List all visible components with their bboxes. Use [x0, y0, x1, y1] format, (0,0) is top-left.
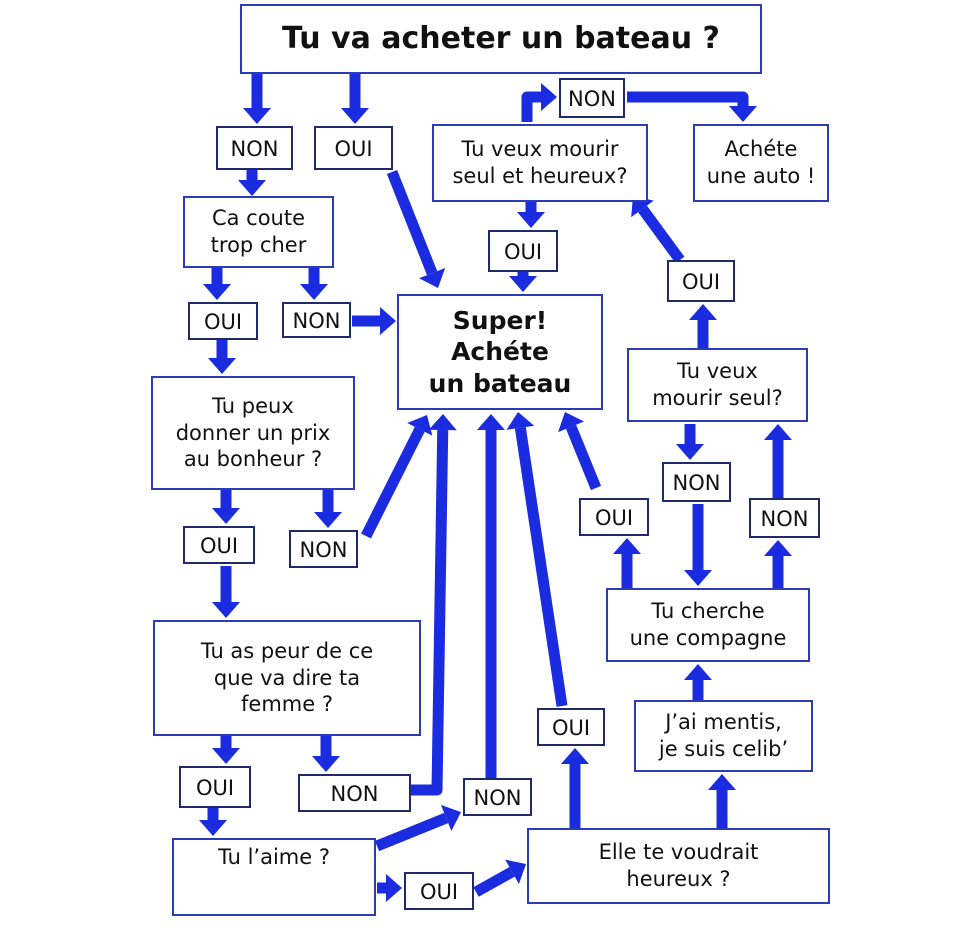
arrowhead	[386, 874, 402, 902]
arrow-shaft	[514, 427, 568, 707]
arrowhead	[509, 276, 537, 292]
arrow-shaft	[361, 426, 425, 539]
arrowhead	[613, 538, 641, 554]
arrowhead	[708, 774, 736, 790]
arrowhead	[300, 284, 328, 300]
arrowhead	[380, 307, 396, 335]
arrowhead	[676, 444, 704, 460]
arrowhead	[428, 414, 457, 431]
arrowhead	[203, 284, 231, 300]
arrowhead	[764, 424, 792, 440]
arrow-shaft	[386, 169, 438, 276]
label-non: NON	[216, 126, 293, 170]
arrowhead	[729, 106, 757, 122]
label-oui: OUI	[314, 126, 393, 170]
label-non: NON	[749, 498, 820, 538]
arrowhead	[506, 412, 535, 430]
result-buy-boat: Super! Achéte un bateau	[397, 294, 603, 410]
question-afraid-wife: Tu as peur de ce que va dire ta femme ?	[153, 620, 421, 736]
arrowhead	[684, 570, 712, 586]
arrow-shaft	[411, 429, 449, 796]
arrowhead	[312, 756, 340, 772]
question-love-her: Tu l’aime ?	[172, 838, 376, 916]
arrowhead	[199, 820, 227, 836]
label-non: NON	[559, 78, 625, 118]
arrowhead	[341, 108, 369, 124]
arrowhead	[212, 508, 240, 524]
arrow-shaft	[565, 424, 602, 491]
arrowhead	[558, 412, 585, 433]
arrowhead	[505, 859, 526, 885]
statement-lied-single: J’ai mentis, je suis celib’	[634, 700, 813, 772]
arrowhead	[243, 108, 271, 124]
question-looking-partner: Tu cherche une compagne	[606, 588, 810, 662]
arrow-shaft	[521, 91, 541, 122]
arrowhead	[477, 414, 505, 430]
label-oui: OUI	[404, 872, 474, 910]
label-oui: OUI	[579, 498, 649, 536]
arrowhead	[212, 748, 240, 764]
arrowhead	[208, 358, 236, 374]
label-oui: OUI	[179, 766, 251, 808]
arrowhead	[684, 664, 712, 680]
label-non: NON	[298, 774, 411, 812]
question-price-happiness: Tu peux donner un prix au bonheur ?	[151, 376, 355, 490]
question-die-alone: Tu veux mourir seul?	[627, 348, 808, 422]
arrow-shaft	[374, 812, 449, 852]
label-non: NON	[289, 530, 358, 568]
label-oui: OUI	[188, 302, 258, 340]
arrow-shaft	[638, 205, 685, 264]
arrowhead	[517, 212, 545, 228]
label-non: NON	[662, 462, 731, 502]
title-question: Tu va acheter un bateau ?	[240, 4, 762, 74]
arrowhead	[212, 602, 240, 618]
label-oui: OUI	[183, 526, 255, 564]
arrow-shaft	[627, 91, 749, 106]
arrow-shaft	[473, 867, 515, 897]
label-oui: OUI	[488, 230, 558, 272]
result-buy-car: Achéte une auto !	[693, 124, 829, 202]
label-non: NON	[282, 302, 351, 338]
question-die-alone-happy: Tu veux mourir seul et heureux?	[432, 124, 648, 202]
label-oui: OUI	[537, 708, 605, 746]
arrowhead	[764, 540, 792, 556]
label-non: NON	[463, 778, 532, 816]
arrowhead	[440, 805, 461, 831]
arrowhead	[419, 267, 446, 288]
arrowhead	[561, 748, 589, 764]
arrowhead	[689, 304, 717, 320]
arrowhead	[314, 512, 342, 528]
label-oui: OUI	[667, 260, 735, 302]
question-want-happy: Elle te voudrait heureux ?	[527, 828, 830, 904]
arrowhead	[238, 180, 266, 196]
question-too-expensive: Ca coute trop cher	[183, 196, 334, 268]
arrowhead	[541, 83, 557, 111]
arrowhead	[407, 415, 433, 436]
